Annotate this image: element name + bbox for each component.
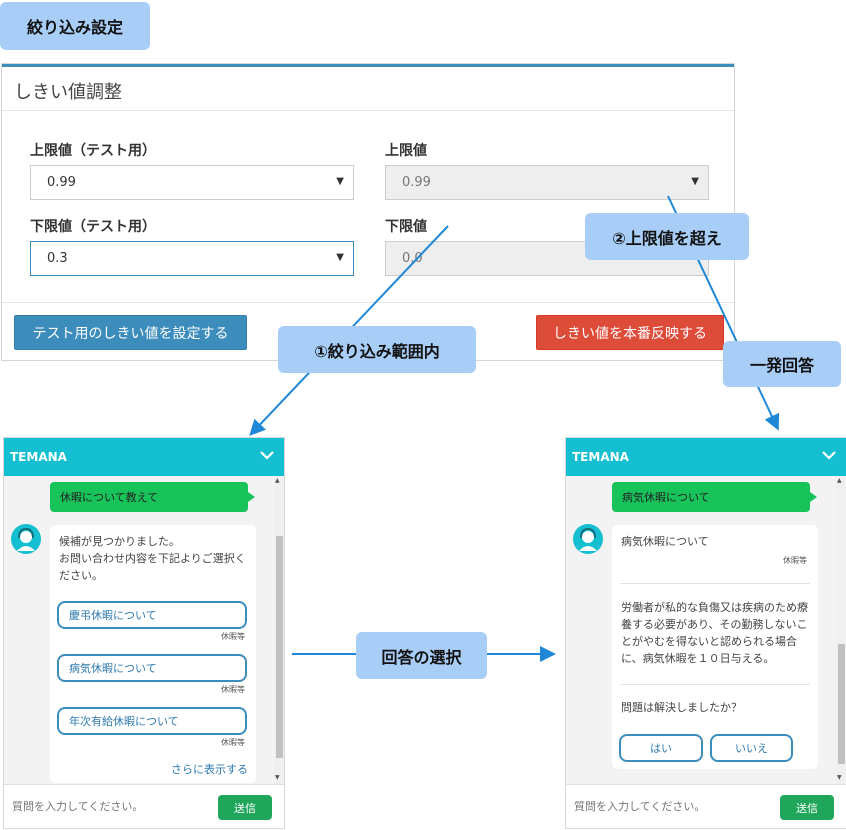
chat-header: TEMANA [4, 438, 284, 476]
chat-body: 休暇について教えて 候補が見つかりました。 お問い合わせ内容を下記よりご選択く … [4, 476, 284, 784]
callout-one-shot-answer: 一発回答 [723, 341, 841, 387]
answer-line-2: 養する必要があり、その勤務しないこ [621, 618, 808, 631]
scroll-up-icon[interactable]: ▲ [837, 477, 842, 484]
send-button[interactable]: 送信 [218, 795, 272, 820]
answer-title: 病気休暇について [621, 535, 709, 548]
lower-test-value: 0.3 [47, 251, 68, 266]
answer-tag: 休暇等 [783, 556, 807, 565]
option-tag-1: 休暇等 [221, 632, 245, 641]
chat-widget-right: TEMANA 病気休暇について 病気休暇について 休暇等 労働者が私的な負傷又は… [565, 437, 846, 829]
chat-scrollbar[interactable]: ▲ ▼ [836, 476, 846, 784]
set-test-threshold-button[interactable]: テスト用のしきい値を設定する [14, 315, 247, 350]
apply-production-button[interactable]: しきい値を本番反映する [536, 315, 724, 350]
show-more-link[interactable]: さらに表示する [171, 763, 248, 776]
bot-card: 病気休暇について 休暇等 労働者が私的な負傷又は疾病のため療 養する必要があり、… [612, 525, 818, 769]
user-message: 休暇について教えて [50, 482, 255, 512]
resolved-question: 問題は解決しましたか？ [621, 701, 742, 714]
answer-line-3: とがやむを得ないと認められる場合 [621, 635, 797, 648]
option-button-1[interactable]: 慶弔休暇について [57, 601, 247, 629]
callout-filter-settings: 絞り込み設定 [0, 2, 150, 50]
threshold-panel: しきい値調整 上限値（テスト用） 0.99 ▼ 上限値 0.99 ▼ 下限値（テ… [1, 63, 735, 361]
upper-select: 0.99 ▼ [385, 165, 709, 200]
option-button-3[interactable]: 年次有給休暇について [57, 707, 247, 735]
dropdown-arrow-icon: ▼ [336, 252, 344, 263]
answer-line-4: に、病気休暇を１０日与える。 [621, 652, 775, 665]
chat-footer: 送信 [566, 784, 846, 828]
bot-text-line-3: ださい。 [59, 569, 103, 582]
lower-label: 下限値 [385, 219, 427, 235]
upper-test-value: 0.99 [47, 175, 76, 190]
chat-body: 病気休暇について 病気休暇について 休暇等 労働者が私的な負傷又は疾病のため療 … [566, 476, 846, 784]
question-input[interactable] [12, 801, 202, 813]
chat-header: TEMANA [566, 438, 846, 476]
scroll-thumb[interactable] [276, 536, 283, 758]
panel-footer-divider [2, 302, 734, 303]
upper-test-select[interactable]: 0.99 ▼ [30, 165, 354, 200]
dropdown-arrow-icon: ▼ [336, 176, 344, 187]
callout-choose-answer: 回答の選択 [356, 632, 487, 679]
answer-line-1: 労働者が私的な負傷又は疾病のため療 [621, 601, 808, 614]
scroll-down-icon[interactable]: ▼ [275, 774, 280, 781]
option-tag-2: 休暇等 [221, 685, 245, 694]
dropdown-arrow-icon: ▼ [691, 176, 699, 187]
upper-test-label: 上限値（テスト用） [30, 143, 156, 159]
bot-card: 候補が見つかりました。 お問い合わせ内容を下記よりご選択く ださい。 慶弔休暇に… [50, 525, 256, 783]
bot-text-line-1: 候補が見つかりました。 [59, 535, 180, 548]
operator-avatar-icon [11, 524, 41, 554]
chat-footer: 送信 [4, 784, 284, 828]
scroll-thumb[interactable] [838, 644, 845, 764]
chevron-down-icon[interactable] [820, 446, 838, 464]
callout-exceed-upper: ②上限値を超え [585, 213, 749, 260]
chat-widget-left: TEMANA 休暇について教えて 候補が見つかりました。 お問い合わせ内容を下記… [3, 437, 285, 829]
user-message: 病気休暇について [612, 482, 817, 512]
panel-title: しきい値調整 [14, 82, 122, 103]
bot-text-line-2: お問い合わせ内容を下記よりご選択く [59, 552, 246, 565]
chevron-down-icon[interactable] [258, 446, 276, 464]
panel-topbar [2, 64, 734, 67]
scroll-down-icon[interactable]: ▼ [837, 774, 842, 781]
no-button[interactable]: いいえ [710, 734, 793, 762]
lower-test-select[interactable]: 0.3 ▼ [30, 241, 354, 276]
yes-button[interactable]: はい [619, 734, 703, 762]
operator-avatar-icon [573, 524, 603, 554]
option-button-2[interactable]: 病気休暇について [57, 654, 247, 682]
lower-test-label: 下限値（テスト用） [30, 219, 156, 235]
upper-value: 0.99 [402, 175, 431, 190]
divider [620, 583, 810, 584]
lower-value: 0.0 [402, 251, 423, 266]
panel-divider [2, 110, 734, 111]
upper-label: 上限値 [385, 143, 427, 159]
chat-scrollbar[interactable]: ▲ ▼ [274, 476, 284, 784]
send-button[interactable]: 送信 [780, 795, 834, 820]
callout-within-filter: ①絞り込み範囲内 [278, 326, 476, 373]
question-input[interactable] [574, 801, 764, 813]
chat-header-title: TEMANA [572, 450, 629, 464]
divider [620, 684, 810, 685]
chat-header-title: TEMANA [10, 450, 67, 464]
scroll-up-icon[interactable]: ▲ [275, 477, 280, 484]
option-tag-3: 休暇等 [221, 738, 245, 747]
